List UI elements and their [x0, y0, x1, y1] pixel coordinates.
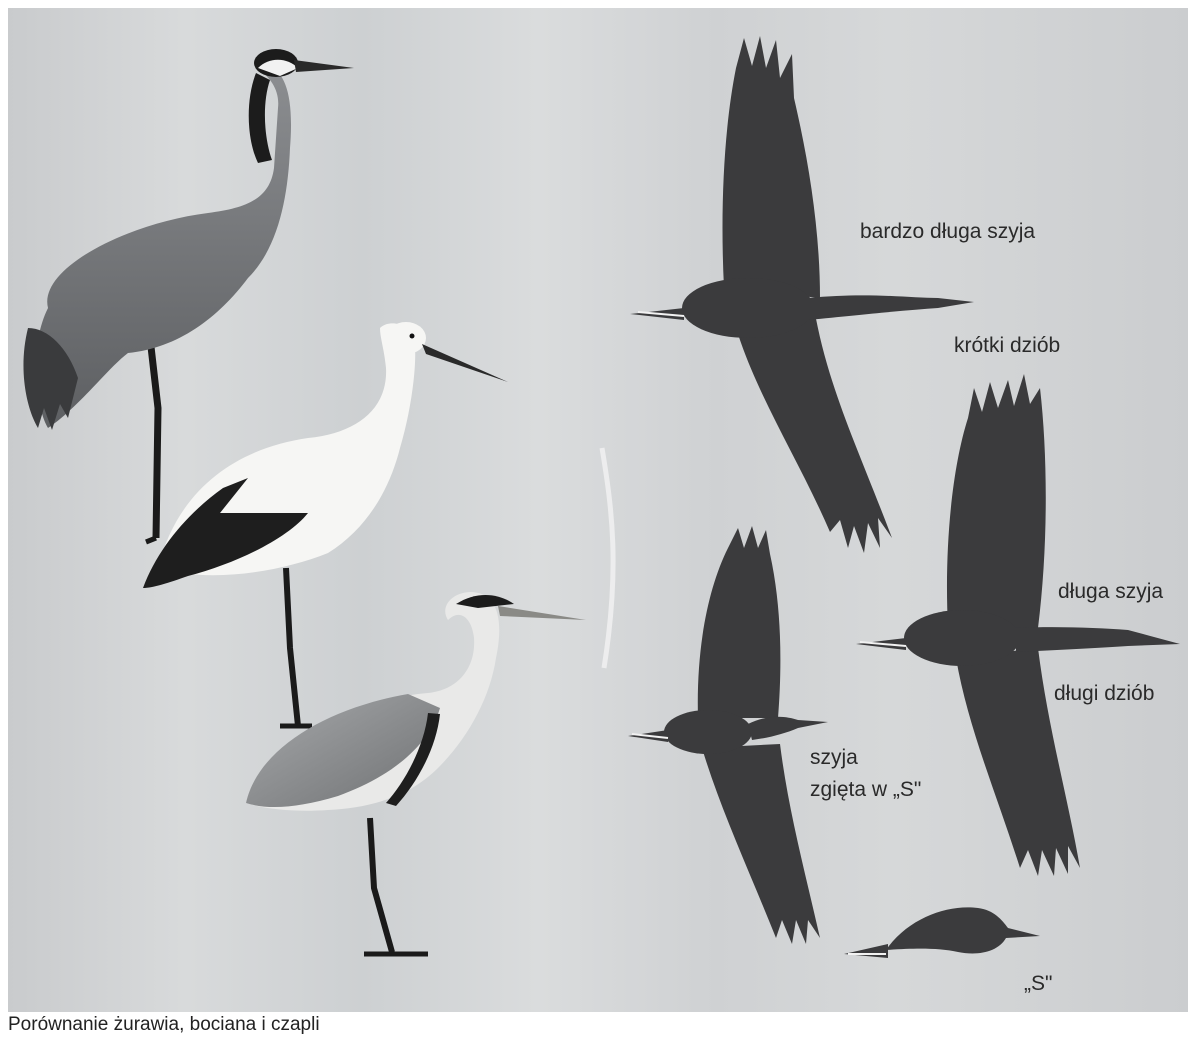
bird-comparison-illustration: bardzo długa szyja krótki dziób długa sz… — [8, 8, 1188, 1012]
label-stork-bill: długi dziób — [1054, 682, 1154, 706]
label-heron-small: „S" — [1024, 972, 1052, 996]
label-heron-neck-line1: szyja — [810, 746, 858, 770]
figure-caption: Porównanie żurawia, bociana i czapli — [8, 1014, 320, 1036]
label-heron-neck-line2: zgięta w „S" — [810, 778, 921, 802]
label-stork-neck: długa szyja — [1058, 580, 1163, 604]
label-crane-neck: bardzo długa szyja — [860, 220, 1035, 244]
label-crane-bill: krótki dziób — [954, 334, 1060, 358]
